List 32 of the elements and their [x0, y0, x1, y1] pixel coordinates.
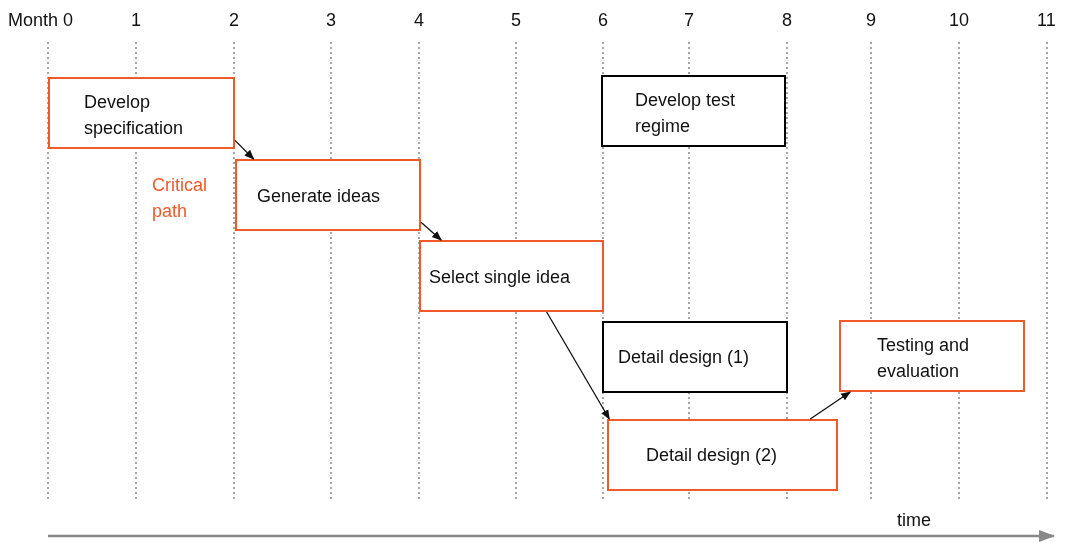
critical-path-label: Critical path — [152, 174, 208, 223]
month-label: 5 — [511, 9, 521, 31]
arrow — [234, 139, 255, 160]
task-box — [602, 321, 788, 393]
arrow — [546, 311, 610, 420]
month-label: 6 — [598, 9, 608, 31]
task-box — [839, 320, 1025, 392]
task-label: Develop test regime — [635, 89, 737, 138]
month-label: 11 — [1037, 9, 1056, 31]
task-box — [601, 75, 786, 147]
month-label: 3 — [326, 9, 336, 31]
arrow — [809, 391, 851, 420]
month-label: 1 — [131, 9, 141, 31]
month-label: 4 — [414, 9, 424, 31]
task-label: Detail design (2) — [646, 444, 779, 467]
month-label: 2 — [229, 9, 239, 31]
task-label: Develop specification — [84, 91, 185, 140]
task-box — [419, 240, 604, 312]
month-label: 8 — [782, 9, 792, 31]
arrow — [420, 221, 442, 241]
task-box — [235, 159, 421, 231]
task-label: Generate ideas — [257, 185, 382, 208]
month-label: 7 — [684, 9, 694, 31]
axis-label: time — [897, 509, 931, 531]
task-label: Select single idea — [429, 266, 572, 289]
month-label: 10 — [949, 9, 970, 31]
month-label: Month 0 — [8, 9, 74, 31]
task-label: Detail design (1) — [618, 346, 751, 369]
task-label: Testing and evaluation — [877, 334, 971, 383]
month-label: 9 — [866, 9, 876, 31]
task-box — [607, 419, 838, 491]
task-box — [48, 77, 235, 149]
